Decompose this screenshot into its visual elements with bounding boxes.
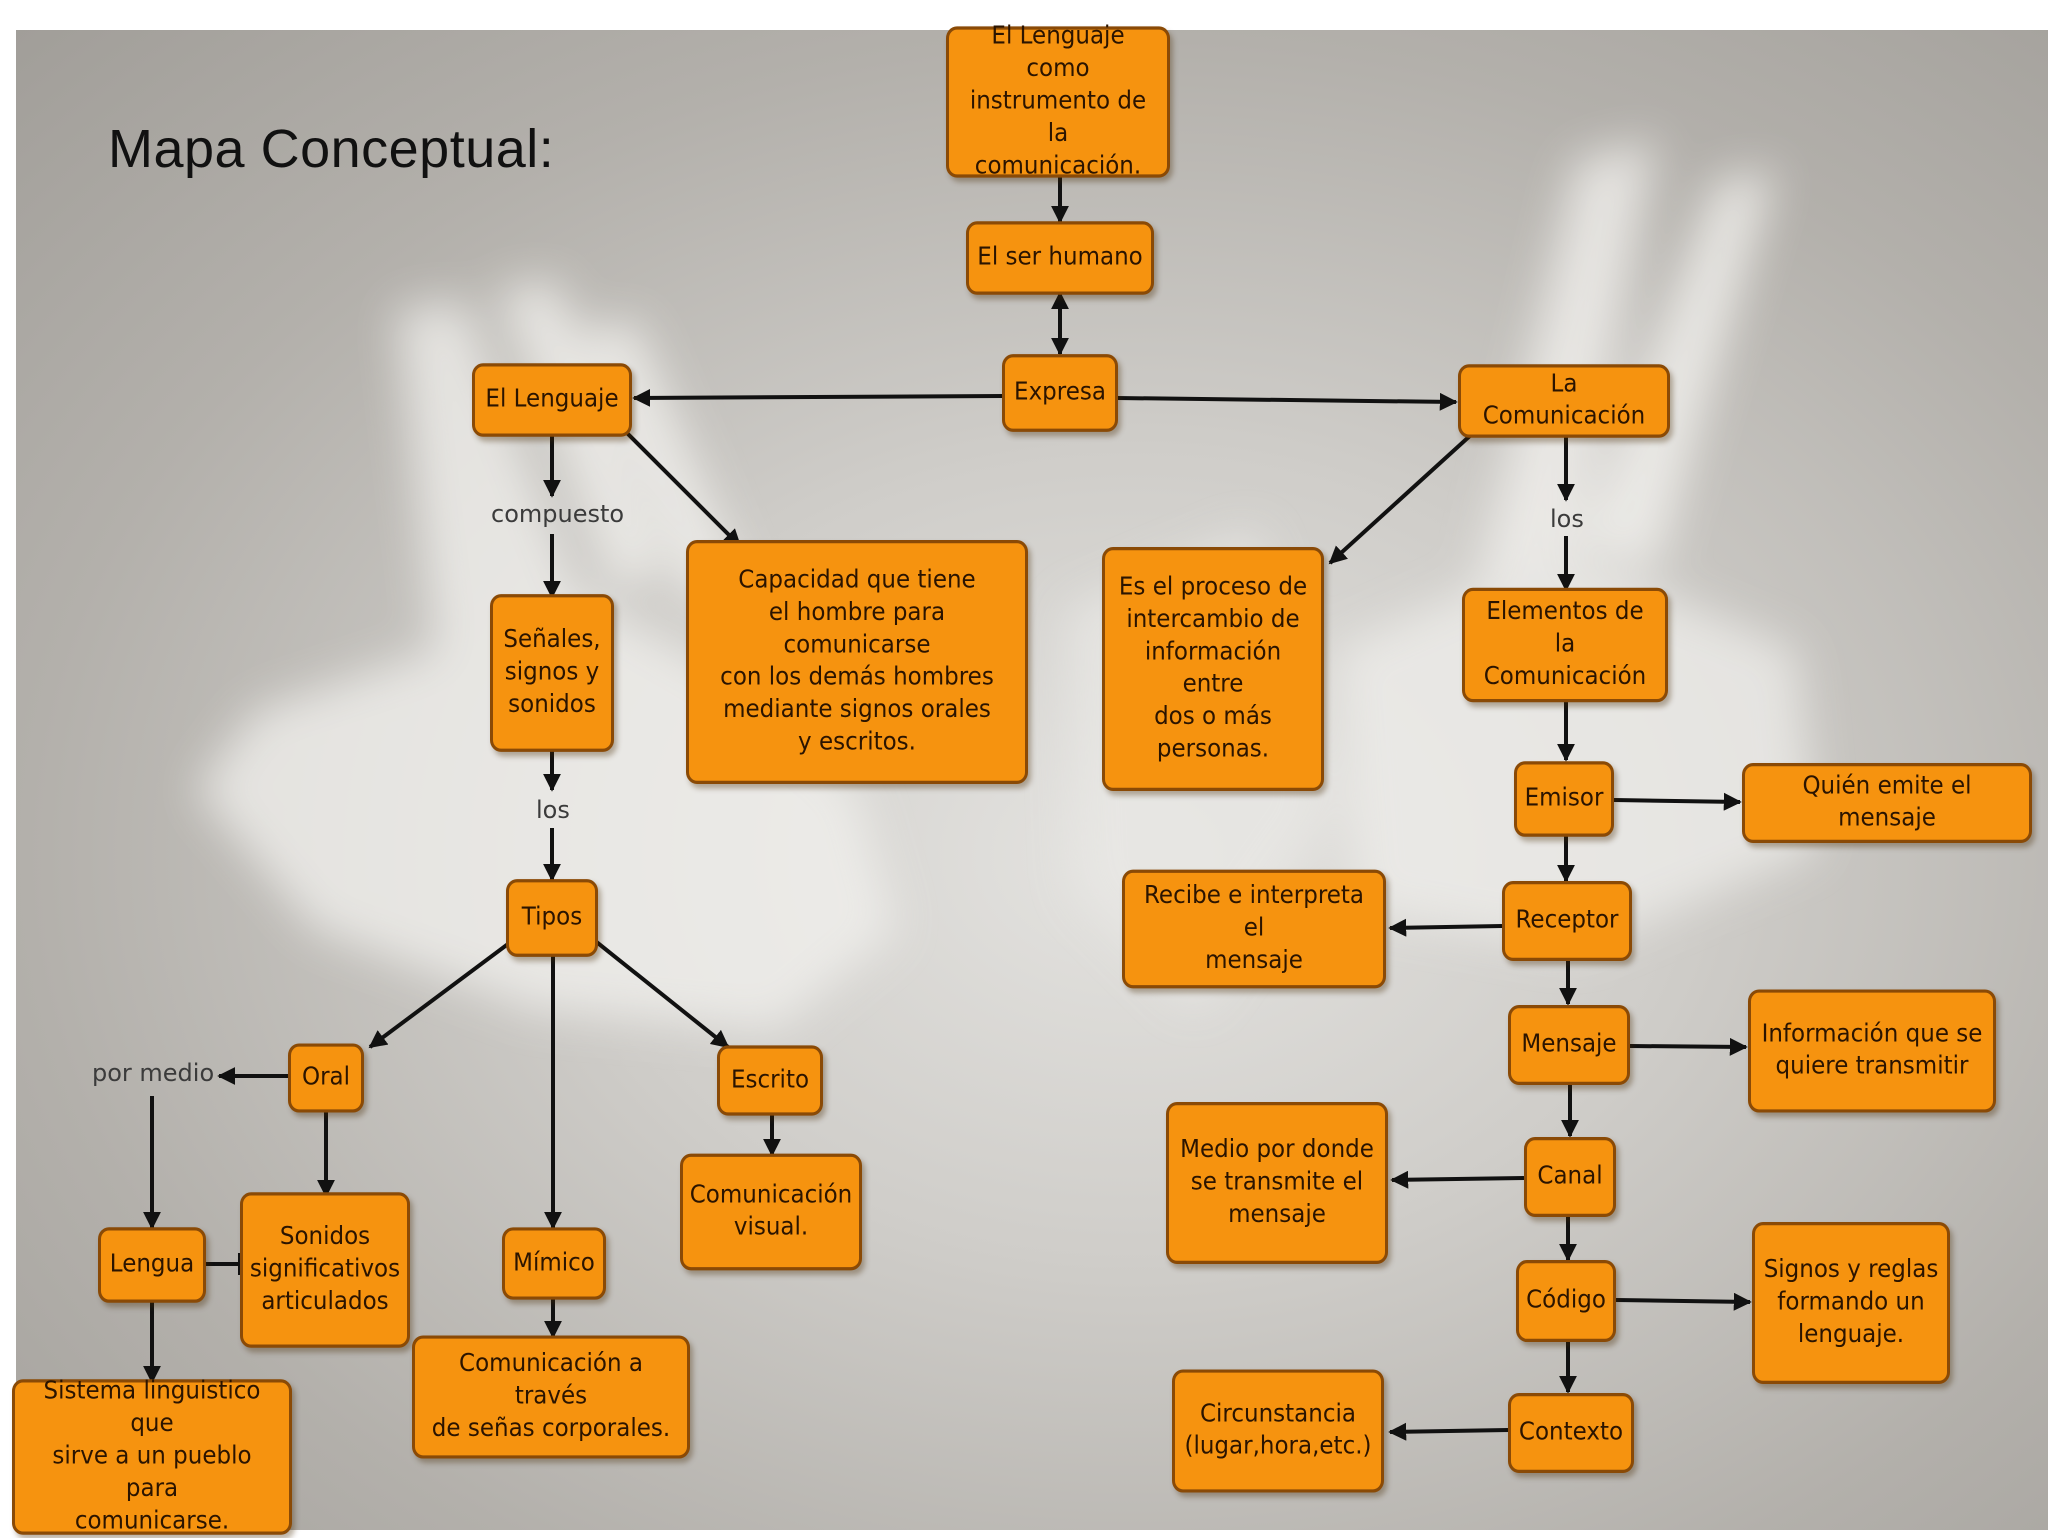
node-mimico[interactable]: Mímico [502,1227,606,1300]
arrow-expresa-to-lenguaje [632,388,1004,407]
node-root[interactable]: El Lenguaje como instrumento de la comun… [946,22,1170,180]
arrow-tipos-to-oral [368,942,510,1049]
node-com-visual[interactable]: Comunicación visual. [680,1153,862,1271]
arrow-contexto-to-circunstancia [1388,1422,1509,1441]
label-los-right: los [1550,505,1584,533]
node-circunstancia[interactable]: Circunstancia (lugar,hora,etc.) [1172,1369,1384,1493]
arrow-comunicacion-to-proceso [1328,432,1474,565]
arrow-expresa-to-comunicacion [1116,392,1458,411]
node-canal[interactable]: Canal [1524,1137,1616,1217]
label-por-medio: por medio [92,1059,215,1087]
node-capacidad[interactable]: Capacidad que tiene el hombre para comun… [686,539,1028,785]
label-los-left: los [536,796,570,824]
node-lengua[interactable]: Lengua [98,1227,206,1303]
node-ser-humano[interactable]: El ser humano [966,221,1154,295]
arrow-mensaje-to-informacion [1629,1037,1748,1056]
node-elementos[interactable]: Elementos de la Comunicación [1462,587,1668,703]
node-com-senas[interactable]: Comunicación a través de señas corporale… [412,1335,690,1459]
node-senales[interactable]: Señales, signos y sonidos [490,594,614,752]
node-receptor[interactable]: Receptor [1502,881,1632,961]
arrow-lenguaje-to-capacidad [624,430,742,548]
node-informacion[interactable]: Información que se quiere transmitir [1748,989,1996,1113]
node-la-comunicacion[interactable]: La Comunicación [1458,364,1670,438]
node-recibe[interactable]: Recibe e interpreta el mensaje [1122,869,1386,989]
node-medio[interactable]: Medio por donde se transmite el mensaje [1166,1102,1388,1264]
node-contexto[interactable]: Contexto [1508,1393,1634,1473]
arrow-codigo-to-signos [1615,1292,1752,1311]
node-expresa[interactable]: Expresa [1002,354,1118,432]
node-sonidos[interactable]: Sonidos significativos articulados [240,1192,410,1348]
node-emisor[interactable]: Emisor [1514,761,1614,837]
label-compuesto: compuesto [491,500,625,528]
arrow-tipos-to-escrito [592,938,730,1049]
arrow-canal-to-medio [1390,1170,1525,1189]
node-escrito[interactable]: Escrito [717,1045,823,1116]
node-quien-emite[interactable]: Quién emite el mensaje [1742,763,2032,843]
node-oral[interactable]: Oral [288,1043,364,1113]
arrow-receptor-to-recibe [1388,918,1503,937]
node-mensaje[interactable]: Mensaje [1508,1005,1630,1085]
node-codigo[interactable]: Código [1516,1259,1616,1343]
page-title: Mapa Conceptual: [108,119,555,179]
node-sistema[interactable]: Sistema linguistico que sirve a un puebl… [12,1377,292,1535]
node-tipos[interactable]: Tipos [506,879,598,957]
arrow-emisor-to-quien [1613,792,1742,811]
node-el-lenguaje[interactable]: El Lenguaje [472,363,632,437]
node-proceso[interactable]: Es el proceso de intercambio de informac… [1102,546,1324,792]
node-signos-reglas[interactable]: Signos y reglas formando un lenguaje. [1752,1222,1950,1384]
